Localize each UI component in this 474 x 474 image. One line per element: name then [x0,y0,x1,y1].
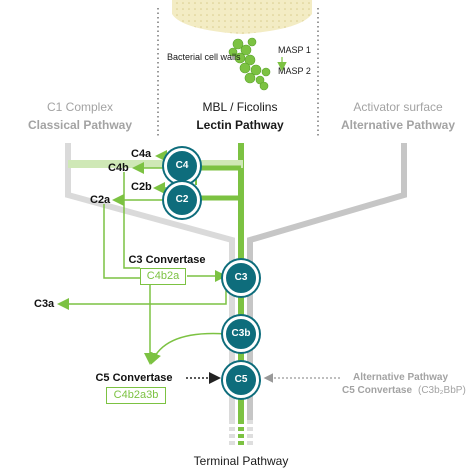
c5-convertase-box: C4b2a3b [106,387,166,404]
c4b-label: C4b [108,162,129,174]
c3-node: C3 [223,260,259,296]
c4-node: C4 [164,148,200,184]
bacterial-cell-walls-label: Bacterial cell walls [167,52,241,62]
lectin-pathway-title: Lectin Pathway [196,118,284,132]
alt-convertase-formula: (C3b₂BbP) [418,385,466,396]
c2a-label: C2a [90,194,111,206]
c3-convertase-box: C4b2a [140,268,186,285]
c3-convertase-title: C3 Convertase [128,254,206,266]
alternative-pathway-title: Alternative Pathway [340,118,456,132]
classical-top-label: C1 Complex [46,100,114,114]
c2-node: C2 [164,182,200,218]
masp1-label: MASP 1 [278,45,311,55]
alt-convertase-title-1: Alternative Pathway [353,372,449,383]
terminal-pathway-label: Terminal Pathway [193,454,289,468]
classical-pathway-title: Classical Pathway [27,118,133,132]
alternative-top-label: Activator surface [353,100,443,114]
bacterial-cell-illustration [172,0,312,91]
alt-convertase-title-2: C5 Convertase [342,385,413,396]
terminal-dashes [229,420,253,448]
c5-convertase-title: C5 Convertase [95,372,173,384]
c5-node: C5 [223,362,259,398]
c2b-label: C2b [131,181,152,193]
c4-band [68,160,243,168]
c4a-label: C4a [131,148,152,160]
c3a-label: C3a [34,298,55,310]
lectin-top-label: MBL / Ficolins [202,100,278,114]
masp2-label: MASP 2 [278,66,311,76]
c3b-node: C3b [223,316,259,352]
